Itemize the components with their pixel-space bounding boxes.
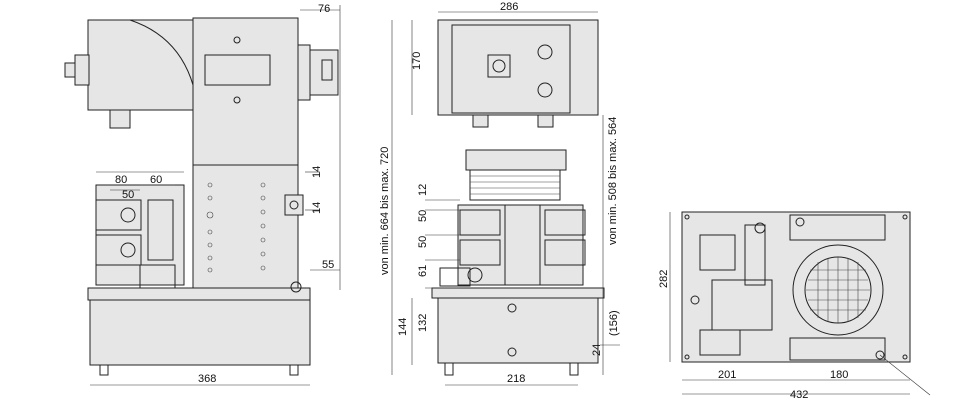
top-motor [792,244,884,336]
dim-76: 76 [318,3,330,15]
side-view-dimensions [90,5,341,386]
top-view [681,211,911,363]
dim-132: 132 [417,314,429,332]
side-tank [89,299,311,366]
dim-218: 218 [507,373,525,385]
front-view-dimensions [391,11,620,386]
dim-201: 201 [718,369,736,381]
front-motor [465,149,567,171]
dim-170: 170 [411,52,423,70]
dim-80: 80 [115,174,127,186]
dim-368: 368 [198,373,216,385]
motor-housing [87,19,199,111]
dim-24: 24 [591,344,603,356]
front-tank [437,297,599,364]
front-view [431,19,605,376]
dim-14-b: 14 [311,202,323,214]
front-cabinet [437,19,599,116]
dim-55: 55 [322,259,334,271]
dim-432: 432 [790,389,808,401]
dim-180: 180 [830,369,848,381]
dim-286: 286 [500,1,518,13]
control-cabinet [192,17,299,289]
dim-61: 61 [417,265,429,277]
dim-vertical-left: von min. 664 bis max. 720 [379,147,391,275]
top-view-dimensions [669,212,931,396]
dim-50: 50 [122,189,134,201]
dim-vertical-right: von min. 508 bis max. 564 [607,117,619,245]
dim-144: 144 [397,318,409,336]
side-view [64,17,339,376]
dim-12: 12 [417,184,429,196]
dim-50-a: 50 [417,210,429,222]
side-connector [309,49,339,96]
dim-60: 60 [150,174,162,186]
top-tank-plate [681,211,911,363]
dim-282: 282 [658,270,670,288]
dim-156: (156) [608,310,620,336]
front-valve-stack [457,204,584,286]
dim-50-b: 50 [417,236,429,248]
dim-14-a: 14 [311,166,323,178]
